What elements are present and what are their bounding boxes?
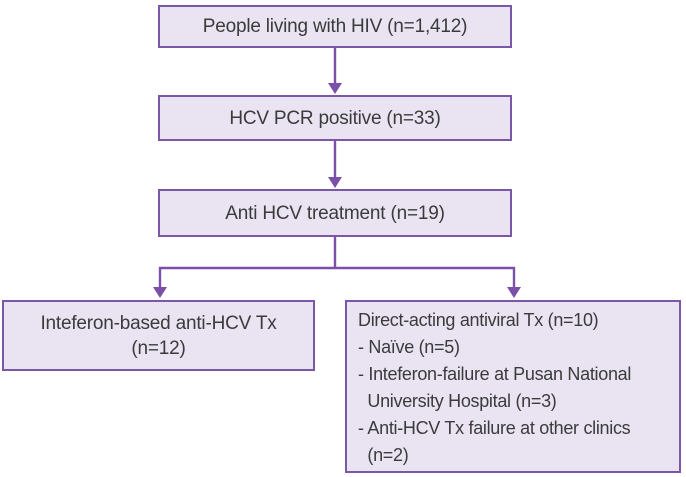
box-anti-hcv-treatment-label: Anti HCV treatment (n=19) [225,202,445,224]
box-daa-bullet-interferon-failure: - Inteferon-failure at Pusan National [358,364,632,384]
box-interferon-based-tx: Inteferon-based anti-HCV Tx (n=12) [2,300,315,371]
box-interferon-based-tx-line1: Inteferon-based anti-HCV Tx [40,312,277,334]
arrow-to-interferon-head [153,287,167,298]
box-people-living-with-hiv-label: People living with HIV (n=1,412) [202,16,468,37]
box-anti-hcv-treatment: Anti HCV treatment (n=19) [158,189,512,237]
box-hcv-pcr-positive-label: HCV PCR positive (n=33) [229,107,441,129]
arrow-hiv-to-pcr-head [328,83,342,94]
box-daa-bullet-other-clinics: - Anti-HCV Tx failure at other clinics [358,418,631,438]
box-daa-bullet-other-clinics-cont: (n=2) [358,445,409,465]
box-daa-bullet-interferon-failure-cont: University Hospital (n=3) [358,391,557,411]
arrow-to-daa-head [507,287,521,298]
box-daa-bullet-naive: - Naïve (n=5) [358,337,460,357]
box-hcv-pcr-positive: HCV PCR positive (n=33) [158,95,512,141]
box-daa-title: Direct-acting antiviral Tx (n=10) [358,310,599,330]
box-people-living-with-hiv: People living with HIV (n=1,412) [158,5,512,48]
box-direct-acting-antiviral-tx: Direct-acting antiviral Tx (n=10) - Naïv… [345,300,681,473]
arrow-pcr-to-treatment-head [328,177,342,188]
box-interferon-based-tx-line2: (n=12) [131,337,186,359]
